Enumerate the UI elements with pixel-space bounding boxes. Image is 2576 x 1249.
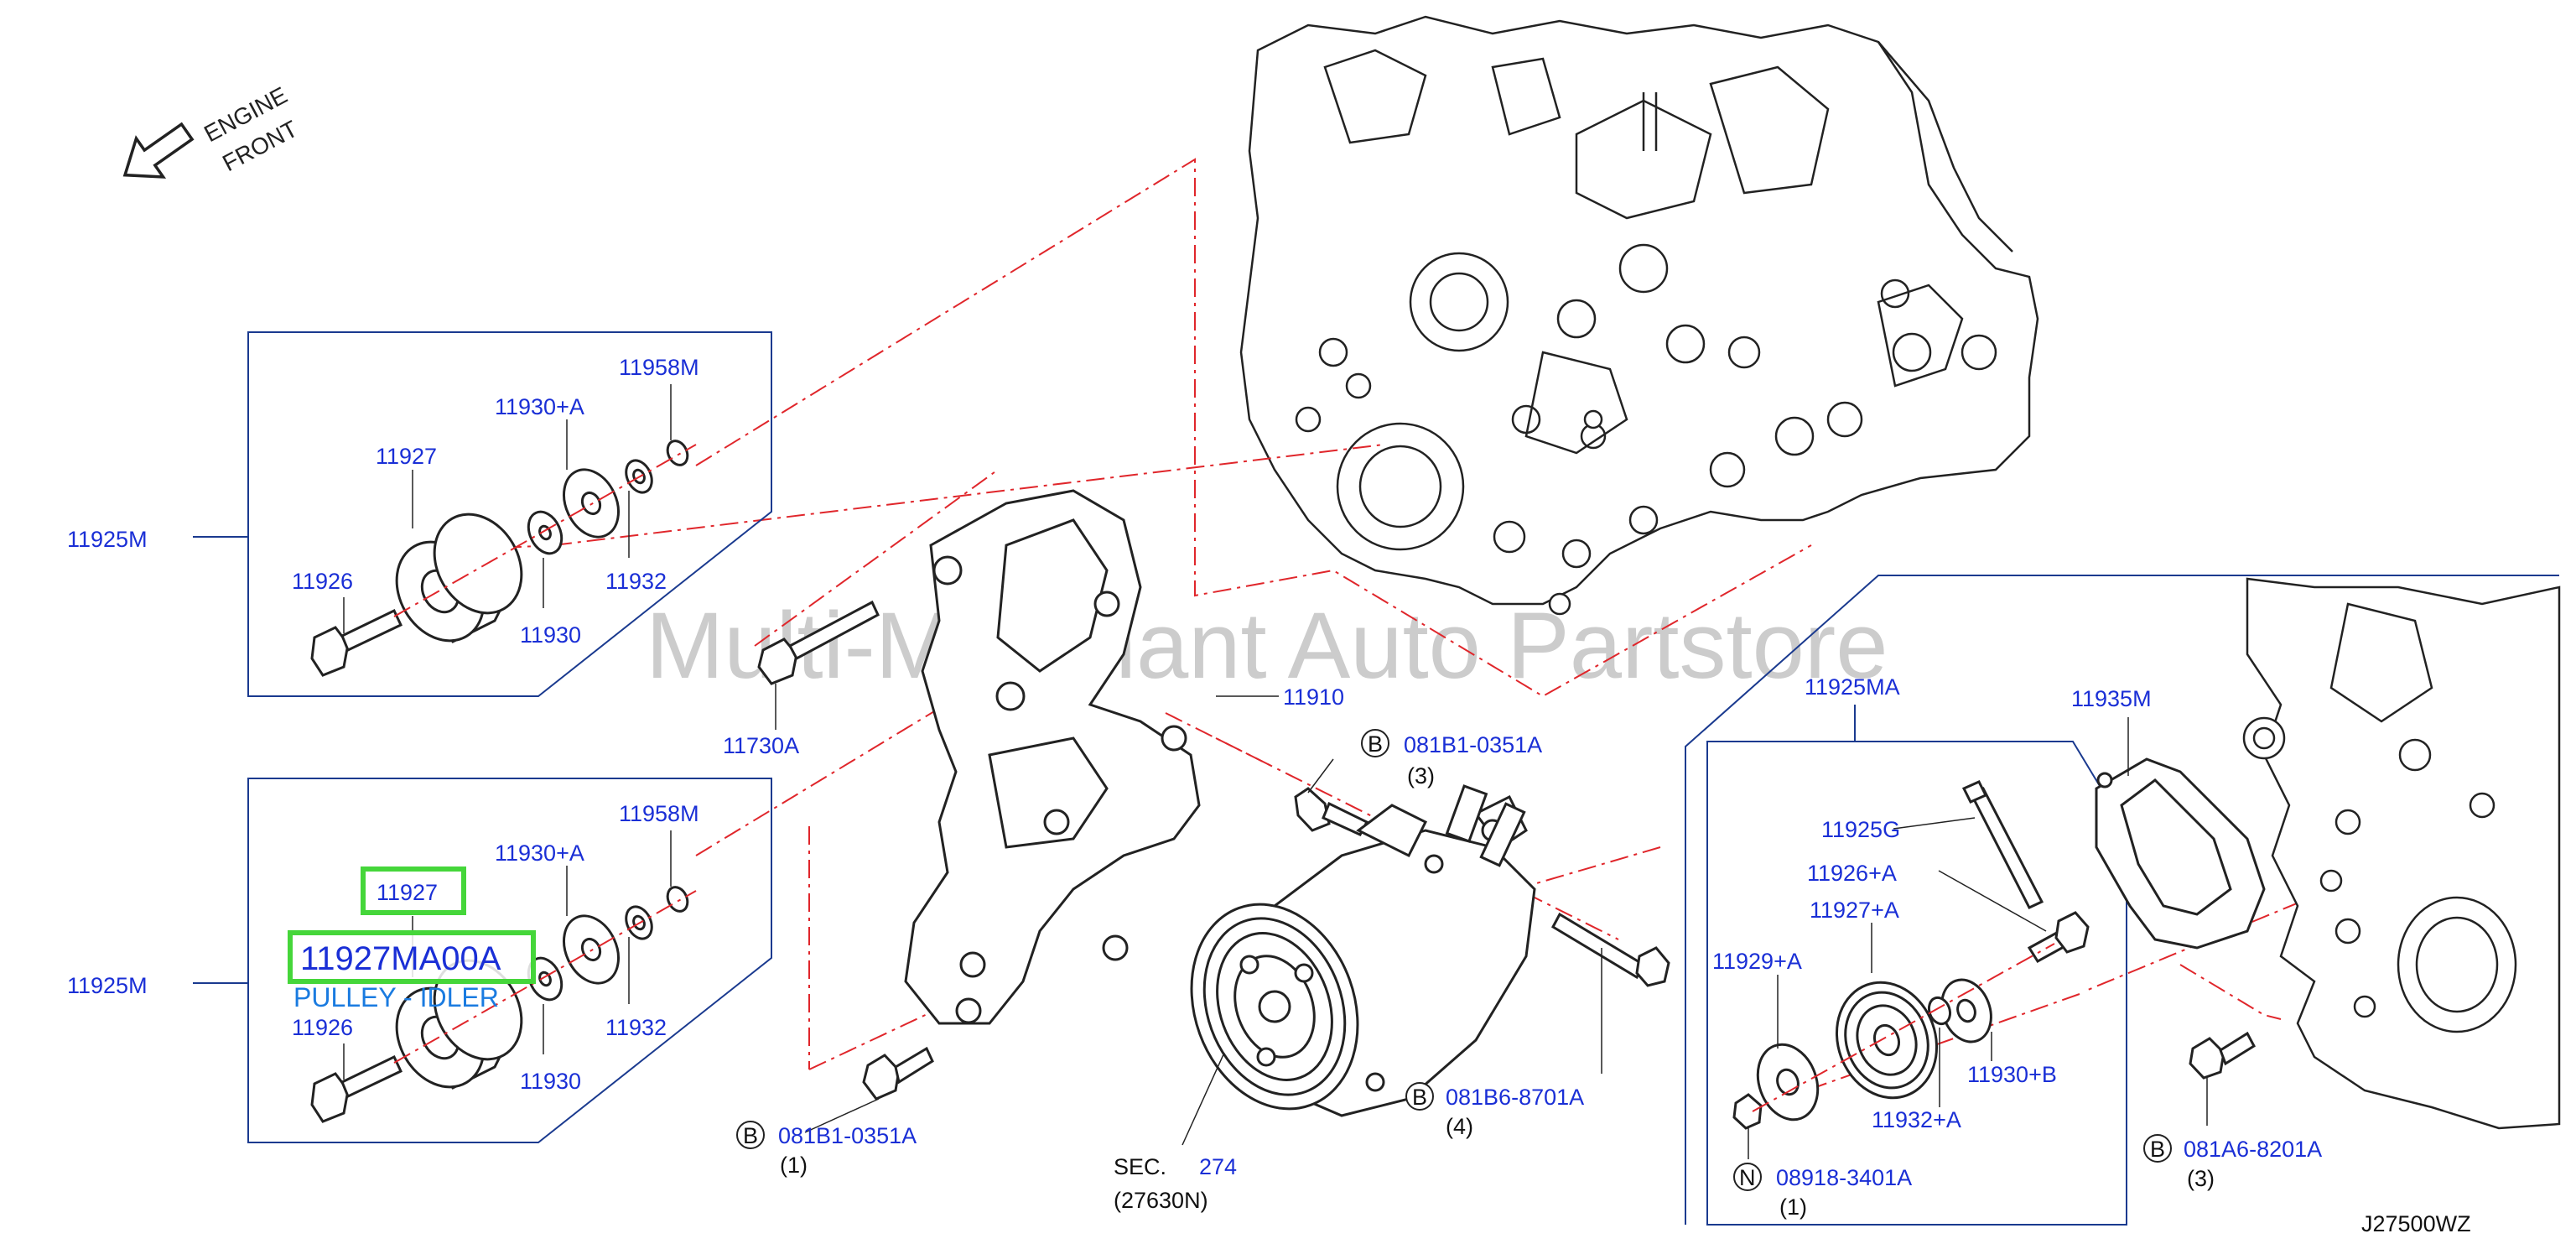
- bottom-kit-box: 11925M 11958M: [67, 778, 772, 1143]
- engine-front-indicator: ENGINE FRONT: [122, 82, 302, 179]
- highlight-label-11927: 11927: [377, 880, 438, 905]
- part-11929A[interactable]: 11929+A: [1712, 949, 1802, 974]
- qty-right: (3): [2187, 1166, 2215, 1191]
- qty-compressor: (4): [1446, 1114, 1473, 1139]
- bottom-part-11930A[interactable]: 11930+A: [495, 840, 584, 866]
- engine-lower-drawing: [2242, 577, 2561, 1130]
- top-part-11930A[interactable]: 11930+A: [495, 394, 584, 419]
- badge-b-compressor: B: [1412, 1085, 1427, 1110]
- diagram-code: J27500WZ: [2361, 1211, 2471, 1236]
- right-panel: 11925MA 11935M: [1685, 575, 2561, 1226]
- bolt-081B6-callout[interactable]: B 081B6-8701A (4): [1405, 1082, 1584, 1139]
- top-part-11927[interactable]: 11927: [376, 444, 437, 469]
- part-081B1-0351A-top[interactable]: 081B1-0351A: [1404, 732, 1542, 757]
- watermark: Multi-Merchant Auto Partstore: [646, 593, 1888, 698]
- nut-08918-callout[interactable]: N 08918-3401A (1): [1733, 1163, 1912, 1220]
- part-11932A[interactable]: 11932+A: [1872, 1107, 1961, 1132]
- sec-prefix: SEC.: [1114, 1154, 1166, 1179]
- bolt-11926A-drawing: [2027, 911, 2090, 963]
- top-part-11926[interactable]: 11926: [292, 569, 353, 594]
- bolt-081A6-callout[interactable]: B 081A6-8201A (3): [2143, 1134, 2322, 1191]
- bolt-081B1-top-drawing: [1294, 787, 1369, 836]
- top-assembly-11925M[interactable]: 11925M: [67, 527, 148, 552]
- part-11910[interactable]: 11910: [1283, 684, 1344, 710]
- part-11926A[interactable]: 11926+A: [1807, 861, 1897, 886]
- bolt-11730A-drawing: [757, 600, 880, 685]
- bolt-081B6-drawing: [1551, 912, 1670, 987]
- part-11930B[interactable]: 11930+B: [1967, 1062, 2057, 1087]
- part-11925MA[interactable]: 11925MA: [1805, 674, 1900, 700]
- ac-compressor-drawing: [1190, 784, 1536, 1117]
- part-11927A[interactable]: 11927+A: [1810, 898, 1899, 923]
- bottom-bolt-11926: [310, 1054, 402, 1123]
- badge-b-bottom: B: [743, 1123, 758, 1148]
- highlight-part-description: PULLEY - IDLER: [293, 982, 499, 1012]
- part-11925G[interactable]: 11925G: [1821, 817, 1900, 842]
- bolt-081B1-top-callout[interactable]: B 081B1-0351A (3): [1361, 729, 1542, 788]
- sec-number-274[interactable]: 274: [1199, 1154, 1237, 1179]
- pulley-11927A-drawing: [1835, 981, 1939, 1100]
- top-bolt-11926: [310, 608, 402, 677]
- bottom-assembly-11925M[interactable]: 11925M: [67, 973, 148, 998]
- part-11730A[interactable]: 11730A: [723, 733, 799, 758]
- washers-right-drawing: [1732, 978, 1992, 1130]
- qty-bottom: (1): [780, 1153, 808, 1178]
- qty-top: (3): [1407, 763, 1435, 788]
- bottom-washers: [527, 886, 689, 1002]
- part-081A6-8201A[interactable]: 081A6-8201A: [2184, 1137, 2322, 1162]
- arrow-down-left-icon: [122, 122, 195, 179]
- bolt-081B1-bottom-callout[interactable]: B 081B1-0351A (1): [736, 1121, 917, 1178]
- bottom-part-11958M[interactable]: 11958M: [619, 801, 699, 826]
- bolt-081A6-drawing: [2189, 1031, 2256, 1080]
- top-part-11932[interactable]: 11932: [605, 569, 667, 594]
- part-081B1-0351A-bottom[interactable]: 081B1-0351A: [778, 1123, 917, 1148]
- bolt-081B1-bottom-drawing: [862, 1046, 934, 1101]
- bottom-part-11926[interactable]: 11926: [292, 1015, 353, 1040]
- top-part-11930[interactable]: 11930: [520, 622, 581, 648]
- bracket-11935M-drawing: [2095, 757, 2266, 950]
- top-part-11958M[interactable]: 11958M: [619, 355, 699, 380]
- alternator-bracket-drawing: [904, 489, 1201, 1025]
- highlight-part-number[interactable]: 11927MA00A: [300, 940, 501, 977]
- bottom-part-11932[interactable]: 11932: [605, 1015, 667, 1040]
- top-washers: [527, 440, 689, 555]
- stud-11925G-drawing: [1961, 780, 2044, 909]
- top-idler-pulley: [395, 513, 523, 643]
- top-kit-box: 11925M: [67, 331, 772, 697]
- part-081B6-8701A[interactable]: 081B6-8701A: [1446, 1085, 1584, 1110]
- engine-block-drawing: [1239, 15, 2039, 616]
- compressor-section-ref[interactable]: SEC. 274 (27630N): [1114, 1154, 1237, 1213]
- part-11935M[interactable]: 11935M: [2071, 686, 2152, 711]
- bottom-part-11930[interactable]: 11930: [520, 1069, 581, 1094]
- part-08918-3401A[interactable]: 08918-3401A: [1776, 1165, 1912, 1190]
- qty-nut: (1): [1779, 1194, 1807, 1220]
- badge-n: N: [1739, 1165, 1756, 1190]
- sec-ref: (27630N): [1114, 1188, 1208, 1213]
- bottom-idler-pulley: [395, 959, 523, 1090]
- badge-b-top: B: [1368, 731, 1383, 757]
- highlight-callout[interactable]: 11927 11927MA00A PULLEY - IDLER: [288, 866, 536, 1012]
- badge-b-right: B: [2150, 1137, 2165, 1162]
